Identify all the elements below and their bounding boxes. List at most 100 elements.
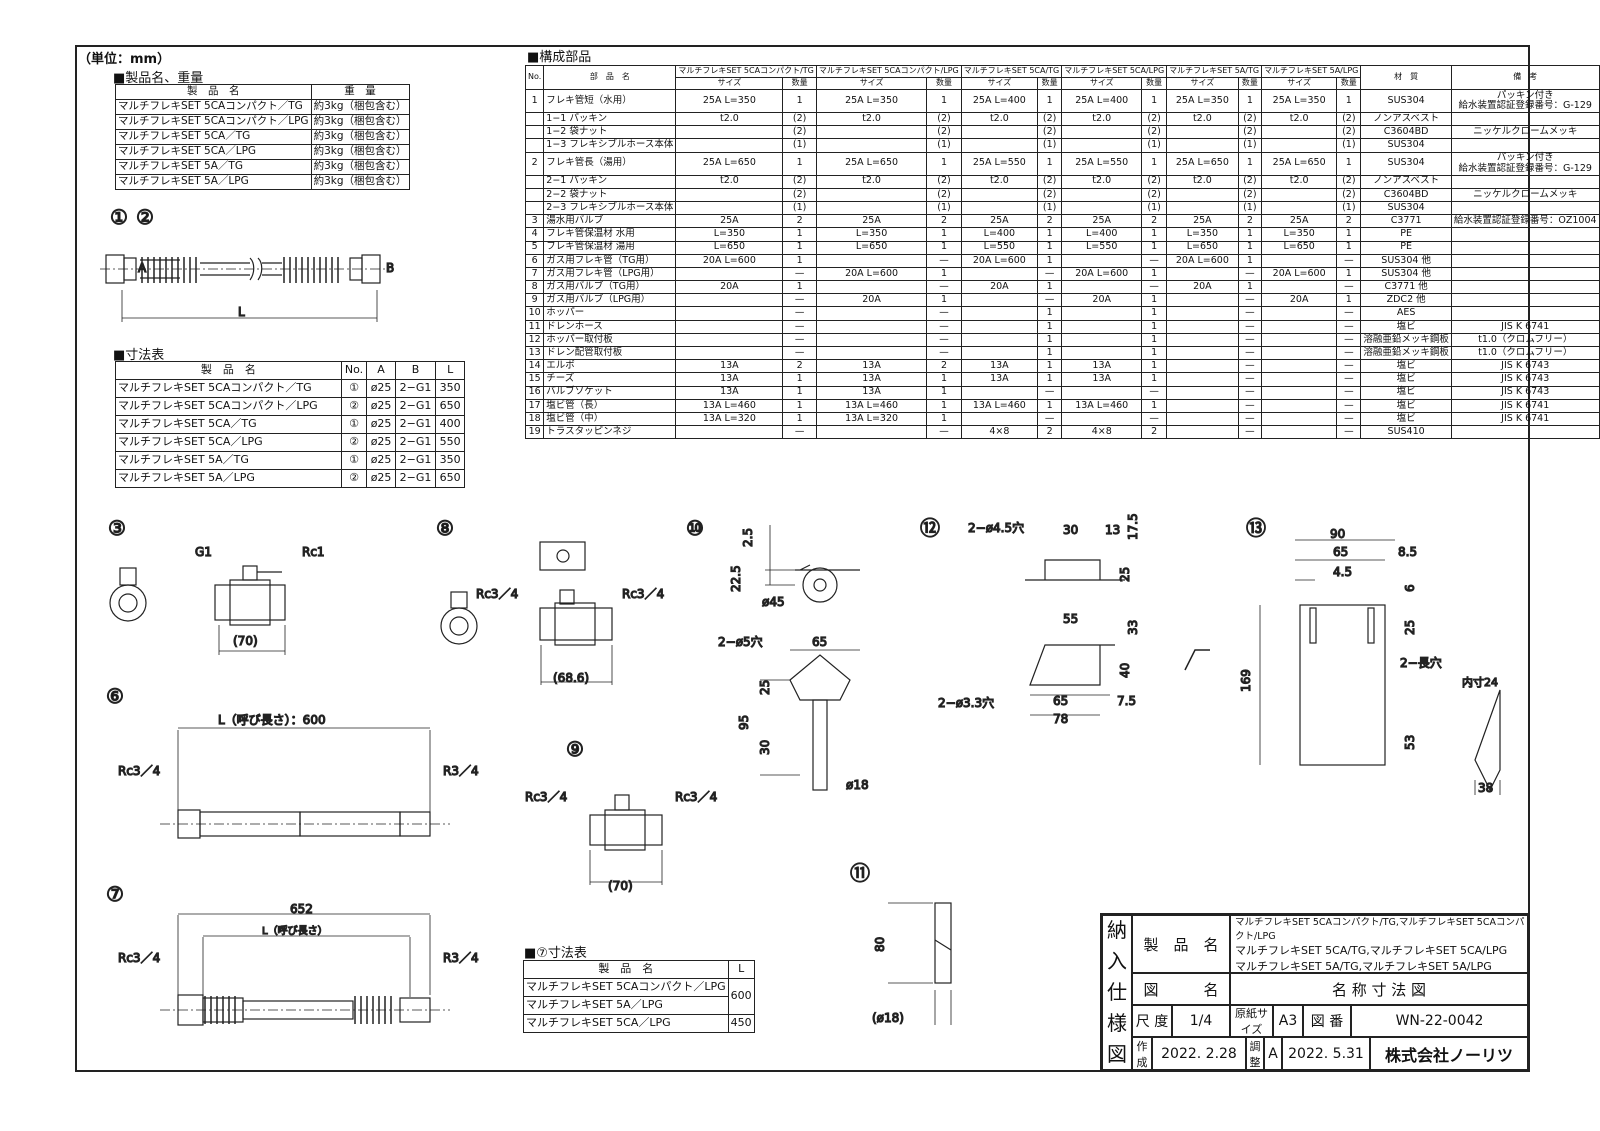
table-cell: ø25 xyxy=(366,469,396,488)
dim-width: (70) xyxy=(608,879,633,893)
side-char: 仕 xyxy=(1107,980,1127,1004)
drawing-frame xyxy=(75,45,1530,1072)
table-cell: 1 xyxy=(1336,227,1362,242)
parts-section-title: ■構成部品 xyxy=(527,50,592,65)
table-cell: 2−G1 xyxy=(394,415,437,434)
side-char: 様 xyxy=(1107,1011,1127,1035)
slot-label: 2−長穴 xyxy=(1400,655,1442,670)
thread-rc: Rc3／4 xyxy=(118,764,160,778)
table-cell: マルチフレキSET 5CA／LPG xyxy=(115,433,342,452)
table-cell: (1) xyxy=(1336,138,1362,153)
holes-label: 2−ø5穴 xyxy=(718,634,763,649)
drain-hose-drawing: ⑪ 80 (ø18) xyxy=(849,860,952,1026)
table-cell: ø25 xyxy=(366,379,396,398)
table-cell: 25A L=350 xyxy=(1166,89,1239,113)
table-cell: (2) xyxy=(1036,111,1063,127)
dim-25: 25 xyxy=(758,680,772,695)
part-number-13: ⑬ xyxy=(1246,516,1266,540)
table-cell: (2) xyxy=(1141,111,1168,127)
table-cell: 1 xyxy=(926,89,962,113)
paper-label: 原紙サイズ xyxy=(1230,1005,1273,1037)
mounting-plate-drawing: ⑫ 2−ø4.5穴 30 13 17.5 25 55 33 40 2−ø3.3穴… xyxy=(919,513,1210,727)
dim-section-title: ■寸法表 xyxy=(113,348,165,363)
table-cell: t1.0（クロムフリー） xyxy=(1450,345,1600,361)
table-cell: ニッケルクロームメッキ xyxy=(1450,187,1600,202)
table-cell: 1−1 パッキン xyxy=(543,111,677,127)
gas-flex-pipe-tg-drawing: ⑥ L（呼び長さ）：600 Rc3／4 R3／4 xyxy=(105,683,479,839)
table-cell: パッキン付き給水装置認証登録番号：G-129 xyxy=(1450,151,1600,176)
part-number-12: ⑫ xyxy=(920,516,940,540)
table-cell: (2) xyxy=(1237,111,1263,127)
table-cell: SUS304 xyxy=(1360,89,1452,113)
table-cell: マルチフレキSET 5CAコンパクト／LPG xyxy=(115,397,342,416)
table-cell: (1) xyxy=(1237,138,1263,153)
table-cell: — xyxy=(1336,425,1362,440)
dim-22-5: 22.5 xyxy=(729,565,743,592)
part-number-10: ⑩ xyxy=(686,516,704,540)
dim-7-5: 7.5 xyxy=(1117,694,1136,708)
table-cell: ø25 xyxy=(366,415,396,434)
part-number-6: ⑥ xyxy=(106,684,124,708)
side-char: 図 xyxy=(1107,1042,1127,1066)
dim-30: 30 xyxy=(1063,523,1078,537)
table-cell: (2) xyxy=(782,187,817,202)
product-name: マルチフレキSET 5A/TG,マルチフレキSET 5A/LPG xyxy=(1235,960,1492,973)
table-cell: マルチフレキSET 5CA／LPG xyxy=(523,1014,729,1033)
table-cell: (2) xyxy=(1336,174,1362,189)
table-cell: フレキ管長（湯用） xyxy=(543,151,677,176)
dim-length: L（呼び長さ） xyxy=(262,925,328,937)
table-cell: 2−G1 xyxy=(394,469,437,488)
dim-dia-18: ø18 xyxy=(846,778,869,792)
drawing-label: 図 名 xyxy=(1132,973,1230,1005)
dim-2-5: 2.5 xyxy=(741,528,755,547)
hopper-drawing: ⑩ 2.5 22.5 ø45 2−ø5穴 65 25 95 30 ø18 xyxy=(685,515,869,792)
table-cell: — xyxy=(782,425,817,440)
table-cell xyxy=(524,138,545,153)
part-number-3: ③ xyxy=(108,516,126,540)
table-cell: 2 xyxy=(1141,425,1168,440)
table-cell xyxy=(1450,138,1600,153)
table-cell: 1 xyxy=(782,280,817,295)
dim-78: 78 xyxy=(1053,712,1068,726)
dim-dia-45: ø45 xyxy=(762,595,785,609)
table-cell: 25A L=550 xyxy=(960,151,1038,176)
l7-section-title: ■⑦寸法表 xyxy=(524,946,587,961)
dim-65: 65 xyxy=(1333,545,1348,559)
table-cell: 25A L=350 xyxy=(815,89,928,113)
thread-rc-right: Rc3／4 xyxy=(622,587,664,601)
table-cell: マルチフレキSET 5A／LPG xyxy=(115,469,342,488)
dim-width: (68.6) xyxy=(553,671,589,685)
table-cell: 19 xyxy=(524,425,545,440)
dim-30: 30 xyxy=(758,740,772,755)
table-cell: 備 考 xyxy=(1450,65,1600,90)
drain-plate-drawing: ⑬ 90 65 8.5 4.5 6 25 2−長穴 169 内寸24 53 38 xyxy=(1238,515,1501,796)
table-cell: L xyxy=(727,960,755,979)
table-cell: 12 xyxy=(524,332,545,348)
dim-652: 652 xyxy=(290,902,313,916)
table-cell: 1 xyxy=(1036,359,1063,374)
table-cell: 2 xyxy=(1036,425,1063,440)
table-cell: 600 xyxy=(727,978,755,1015)
number-label: 図 番 xyxy=(1303,1005,1351,1037)
dim-55: 55 xyxy=(1063,612,1078,626)
table-cell: 650 xyxy=(435,469,465,488)
product-name: マルチフレキSET 5CA/TG,マルチフレキSET 5CA/LPG xyxy=(1235,944,1508,957)
dim-l: L xyxy=(238,305,245,319)
table-cell: 25A L=550 xyxy=(1061,151,1143,176)
